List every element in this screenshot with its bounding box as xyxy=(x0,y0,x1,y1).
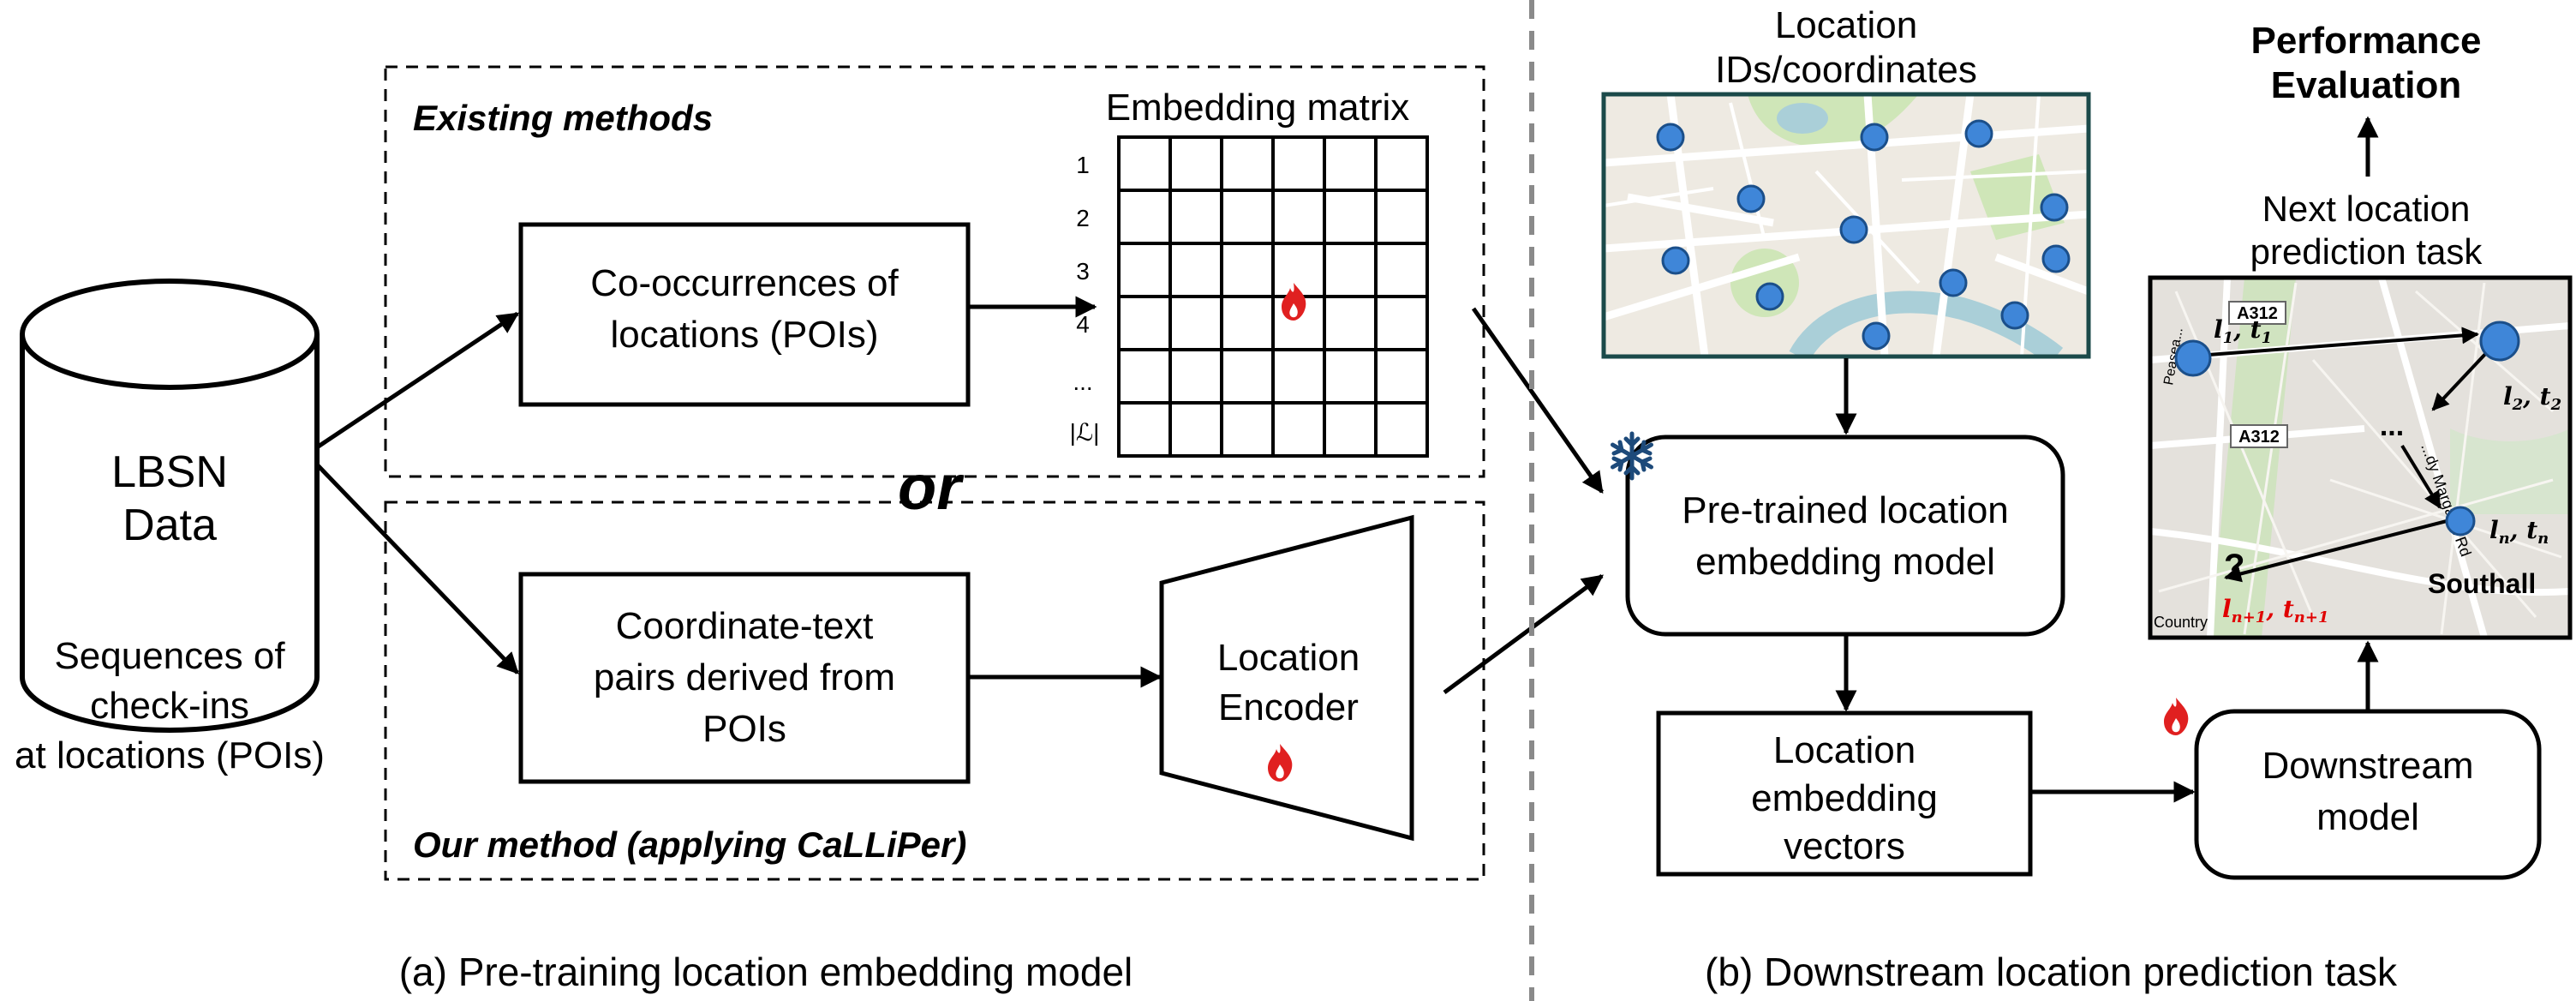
embedding-matrix-title: Embedding matrix xyxy=(1106,87,1410,129)
task-line: Next location xyxy=(2262,189,2471,229)
encoder-line: Location xyxy=(1217,637,1360,679)
co-occurrence-line: locations (POIs) xyxy=(611,314,879,356)
lbsn-caption: Sequences of check-ins at locations (POI… xyxy=(15,635,325,776)
coordinate-text-line: Coordinate-text xyxy=(616,605,874,647)
encoder-line: Encoder xyxy=(1218,686,1359,728)
trajectory-point xyxy=(2479,321,2520,362)
caption-a: (a) Pre-training location embedding mode… xyxy=(399,950,1133,994)
trajectory-label: l1, t1 xyxy=(2214,315,2272,347)
poi-marker xyxy=(1939,268,1968,297)
poi-marker xyxy=(2000,301,2029,330)
our-method-panel xyxy=(384,500,1485,881)
pretrained-line: embedding model xyxy=(1695,541,1995,583)
co-occurrence-line: Co-occurrences of xyxy=(590,262,899,304)
poi-marker xyxy=(1755,282,1784,311)
row-label: ... xyxy=(1073,369,1092,395)
trajectory-dots: ... xyxy=(2380,410,2404,442)
trajectory-map: A312 A312 Southall Country Peasea... ...… xyxy=(2148,275,2573,640)
matrix-row-labels: 1 2 3 4 ... |ℒ| xyxy=(1070,152,1100,446)
caption-b: (b) Downstream location prediction task xyxy=(1705,950,2398,994)
lbsn-database: LBSN Data xyxy=(20,279,320,733)
coordinate-text-line: POIs xyxy=(702,708,786,750)
panel-a-arrows xyxy=(315,296,1605,695)
vectors-line: Location xyxy=(1773,729,1916,771)
place-label: Southall xyxy=(2428,568,2536,599)
trajectory-label: l2, t2 xyxy=(2503,382,2561,414)
vectors-line: embedding xyxy=(1751,777,1938,819)
pretrained-model-box xyxy=(1625,435,2065,637)
fire-icon xyxy=(2164,698,2189,735)
coordinate-text-box xyxy=(518,572,971,784)
downstream-model-box xyxy=(2194,709,2542,880)
place-label: Country xyxy=(2154,614,2208,631)
poi-marker xyxy=(1964,119,1993,148)
or-label: or xyxy=(898,452,965,523)
poi-marker xyxy=(1736,184,1766,213)
evaluation-line: Evaluation xyxy=(2271,64,2462,106)
row-label: |ℒ| xyxy=(1070,419,1100,446)
pretrained-line: Pre-trained location xyxy=(1682,489,2009,531)
snowflake-icon xyxy=(1611,431,1653,481)
fire-icon xyxy=(1282,283,1306,321)
data-label: Data xyxy=(123,500,217,550)
poi-marker xyxy=(1860,123,1889,152)
caption-line: Sequences of xyxy=(54,635,285,677)
downstream-line: Downstream xyxy=(2262,745,2474,787)
coordinate-text-line: pairs derived from xyxy=(594,656,895,698)
poi-marker xyxy=(1862,321,1891,351)
evaluation-line: Performance xyxy=(2250,20,2481,62)
caption-line: at locations (POIs) xyxy=(15,734,325,776)
trajectory-point xyxy=(2174,339,2212,377)
poi-marker xyxy=(2041,244,2071,273)
location-encoder xyxy=(1159,514,1414,842)
next-location-label: ln+1, tn+1 xyxy=(2222,595,2328,626)
embedding-matrix-grid xyxy=(1117,135,1429,458)
row-label: 1 xyxy=(1076,152,1090,178)
row-label: 4 xyxy=(1076,311,1090,338)
co-occurrence-box xyxy=(518,222,971,407)
lbsn-label: LBSN xyxy=(111,447,228,497)
row-label: 3 xyxy=(1076,258,1090,285)
poi-marker xyxy=(2040,193,2069,222)
map-title-line: IDs/coordinates xyxy=(1715,49,1977,91)
existing-methods-panel xyxy=(384,65,1485,478)
poi-marker xyxy=(1839,215,1868,244)
poi-marker xyxy=(1656,123,1685,152)
existing-methods-title: Existing methods xyxy=(413,98,713,138)
vectors-line: vectors xyxy=(1784,825,1905,867)
trajectory-label: ln, tn xyxy=(2489,516,2549,548)
question-mark: ? xyxy=(2224,548,2244,585)
downstream-line: model xyxy=(2316,796,2419,838)
embedding-vectors-box xyxy=(1656,710,2033,877)
poi-marker xyxy=(1661,246,1690,275)
task-line: prediction task xyxy=(2250,231,2483,272)
our-method-title: Our method (applying CaLLiPer) xyxy=(413,824,966,865)
caption-line: check-ins xyxy=(90,685,249,727)
trajectory-point xyxy=(2445,506,2476,536)
row-label: 2 xyxy=(1076,205,1090,231)
panel-b-arrows xyxy=(1835,116,2379,803)
map-title-line: Location xyxy=(1775,4,1917,46)
road-label: A312 xyxy=(2237,304,2278,323)
location-map xyxy=(1601,92,2091,359)
road-label: A312 xyxy=(2238,428,2280,447)
